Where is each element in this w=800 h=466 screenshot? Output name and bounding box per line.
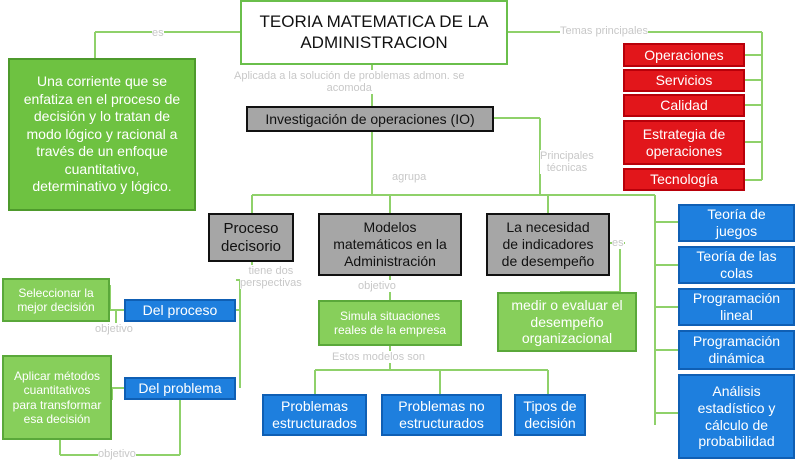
necesidad-line1: La necesidad [506, 219, 590, 236]
del-proceso-box: Del proceso [124, 299, 236, 322]
tipos-decision-box: Tipos de decisión [514, 394, 586, 436]
definition-line7: determinativo y lógico. [32, 178, 172, 195]
io-box: Investigación de operaciones (IO) [246, 106, 494, 132]
medir-line2: desempeño [530, 313, 604, 330]
label-objetivo-2: objetivo [95, 323, 133, 336]
seleccionar-box: Seleccionar la mejor decisión [2, 278, 110, 322]
label-tiene-perspectivas: tiene dos perspectivas [240, 265, 302, 290]
aplicar-box: Aplicar métodos cuantitativos para trans… [2, 355, 112, 440]
tema-tecnologia: Tecnología [623, 168, 745, 191]
modelos-box: Modelos matemáticos en la Administración [318, 213, 462, 276]
label-aplicada-line1: Aplicada a la solución de problemas admo… [234, 70, 465, 82]
tema-operaciones: Operaciones [623, 43, 745, 67]
tecnica-programacion-lineal: Programación lineal [678, 288, 795, 326]
tecnica-teoria-colas: Teoría de las colas [678, 246, 795, 284]
aplicar-line4: esa decisión [23, 411, 91, 426]
label-aplicada: Aplicada a la solución de problemas admo… [234, 70, 465, 95]
title-line2: ADMINISTRACION [300, 32, 448, 52]
label-objetivo-1: objetivo [358, 280, 396, 293]
definition-line2: enfatiza en el proceso de [23, 90, 181, 107]
aplicar-line3: para transformar [12, 397, 102, 412]
problemas-no-estructurados-box: Problemas no estructurados [381, 394, 502, 436]
medir-box: medir o evaluar el desempeño organizacio… [497, 292, 637, 352]
medir-line1: medir o evaluar el [511, 296, 623, 313]
problemas-no-line2: estructurados [399, 415, 484, 431]
tipos-line1: Tipos de [523, 398, 577, 415]
tecnica-analisis-estadistico: Análisis estadístico y cálculo de probab… [678, 374, 795, 459]
proceso-decisorio-box: Proceso decisorio [208, 213, 294, 262]
tema-calidad: Calidad [623, 94, 745, 117]
simula-line2: reales de la empresa [333, 323, 447, 337]
problemas-no-line1: Problemas no [398, 398, 485, 415]
necesidad-line3: de desempeño [501, 252, 595, 269]
tipos-line2: decisión [524, 415, 576, 431]
problemas-estructurados-line2: estructurados [272, 415, 357, 431]
label-objetivo-3: objetivo [98, 448, 136, 461]
definition-line4: modo lógico y racional a [26, 125, 178, 142]
proceso-line2: decisorio [220, 237, 282, 255]
simula-box: Simula situaciones reales de la empresa [318, 300, 462, 346]
label-principales-line2: técnicas [546, 162, 588, 175]
label-temas-principales: Temas principales [560, 25, 649, 38]
tecnica-programacion-dinamica: Programación dinámica [678, 330, 795, 370]
definition-line6: cuantitativo, [64, 160, 140, 177]
problemas-estructurados-box: Problemas estructurados [262, 394, 367, 436]
modelos-line1: Modelos [363, 219, 417, 236]
label-tiene-line1: tiene dos [248, 265, 294, 277]
problemas-estructurados-line1: Problemas [281, 398, 348, 415]
label-principales-line1: Principales [540, 150, 594, 162]
label-aplicada-line2: acomoda [326, 82, 372, 95]
del-problema-box: Del problema [124, 377, 236, 400]
tema-servicios: Servicios [623, 69, 745, 92]
modelos-line2: matemáticos en la [333, 236, 447, 253]
necesidad-line2: de indicadores [502, 236, 594, 253]
definition-line1: Una corriente que se [37, 73, 167, 90]
modelos-line3: Administración [344, 252, 436, 269]
aplicar-line2: cuantitativos [23, 383, 91, 398]
label-estos-modelos: Estos modelos son [332, 351, 425, 364]
necesidad-box: La necesidad de indicadores de desempeño [486, 213, 610, 276]
label-principales-tecnicas: Principales técnicas [540, 150, 594, 175]
main-title: TEORIA MATEMATICA DE LA ADMINISTRACION [240, 0, 508, 65]
title-line1: TEORIA MATEMATICA DE LA [259, 12, 489, 32]
aplicar-line1: Aplicar métodos [13, 368, 101, 383]
label-agrupa: agrupa [392, 171, 427, 184]
seleccionar-line1: Seleccionar la [18, 285, 94, 300]
definition-box: Una corriente que se enfatiza en el proc… [8, 58, 196, 211]
label-es-2: es [612, 237, 624, 250]
definition-line5: través de un enfoque [36, 143, 168, 160]
tema-estrategia: Estrategia de operaciones [623, 120, 745, 165]
tecnica-teoria-juegos: Teoría de juegos [678, 204, 795, 242]
proceso-line1: Proceso [223, 219, 279, 237]
medir-line3: organizacional [521, 330, 613, 347]
label-tiene-line2: perspectivas [240, 277, 302, 290]
seleccionar-line2: mejor decisión [17, 300, 95, 314]
simula-line1: Simula situaciones [339, 308, 441, 323]
definition-line3: decisión y lo tratan de [33, 108, 171, 125]
label-es: es [152, 27, 164, 40]
